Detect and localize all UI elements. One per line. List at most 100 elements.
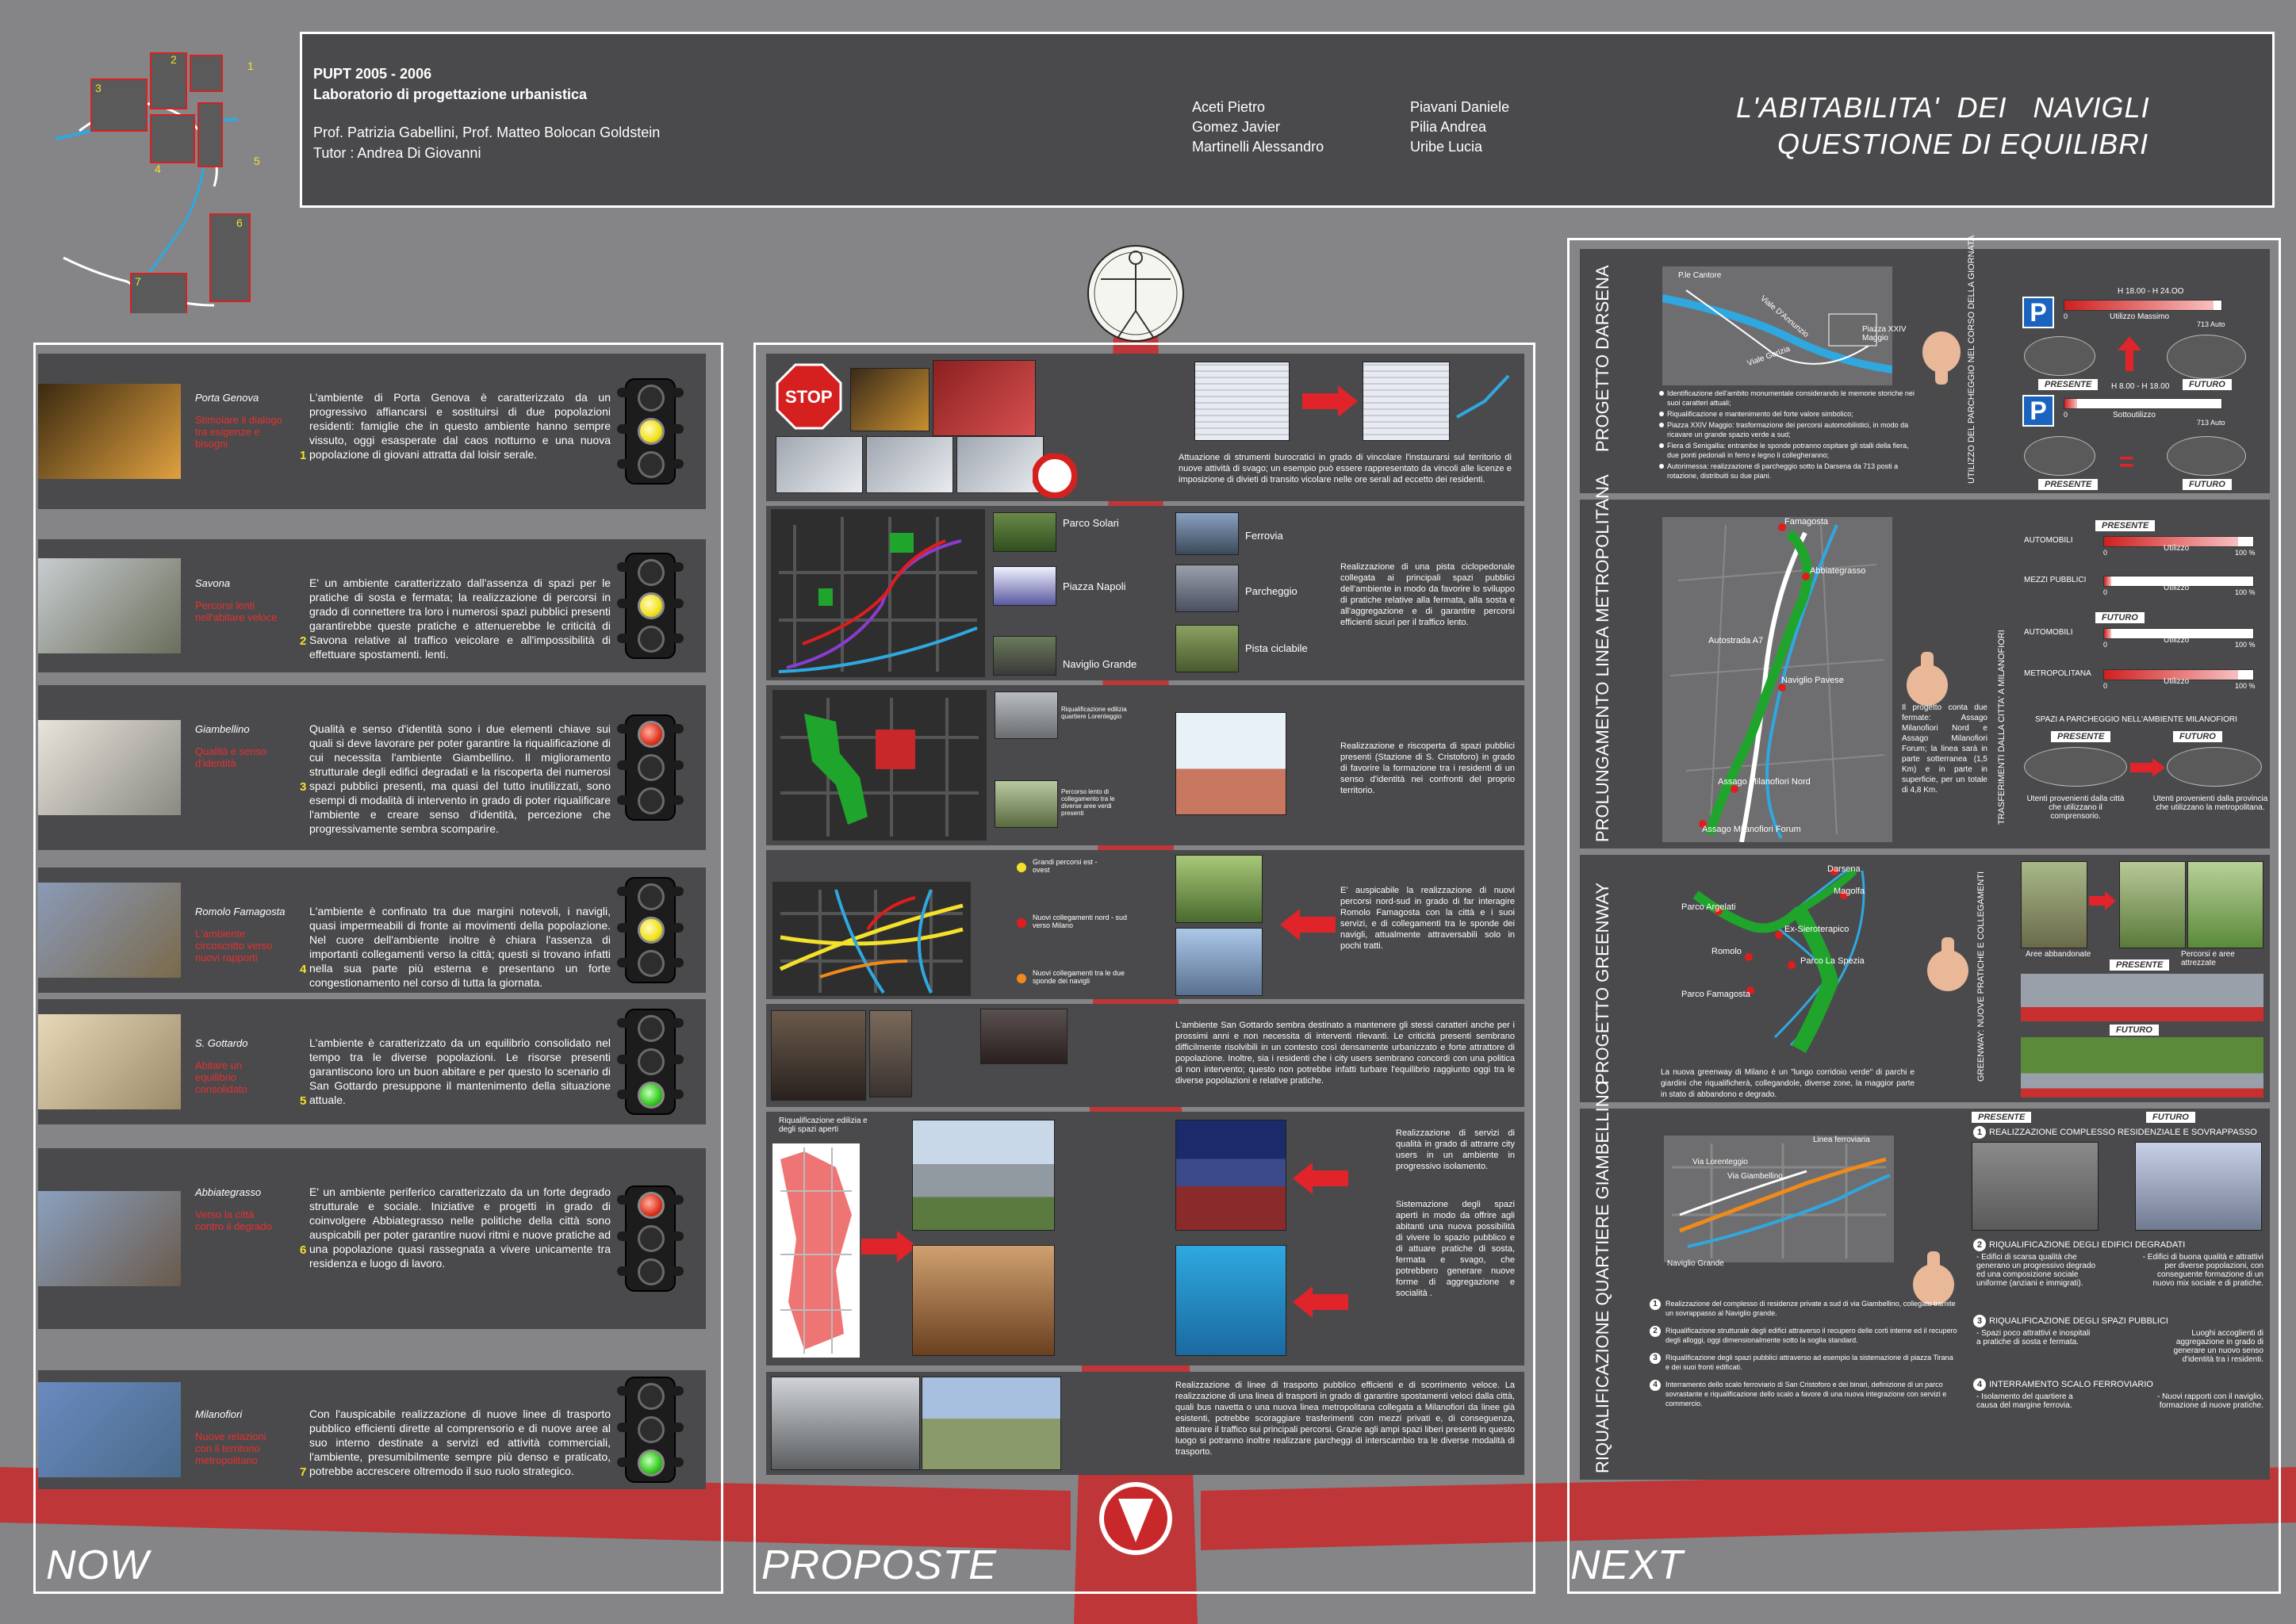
bar-min: 0 bbox=[2103, 588, 2108, 596]
arrow-up-icon bbox=[2118, 336, 2141, 371]
label-ferrovia: Ferrovia bbox=[1245, 530, 1283, 542]
student: Pilia Andrea bbox=[1410, 119, 1487, 135]
ambiente-number: 1 bbox=[300, 449, 307, 462]
proposta-6-text-b: Sistemazione degli spazi aperti in modo … bbox=[1396, 1200, 1515, 1298]
map-label-darsena: Darsena bbox=[1827, 864, 1861, 874]
next-greenway: PROGETTO GREENWAY Darsena Magolfa Parco … bbox=[1580, 855, 2270, 1102]
percorso-lento-photo bbox=[995, 780, 1058, 828]
legend-nuovi-collegamenti: Nuovi collegamenti nord - sud verso Mila… bbox=[1033, 914, 1128, 929]
proposta-3: Riqualificazione edilizia quartiere Lore… bbox=[766, 685, 1524, 845]
darsena-bullet-list: Identificazione dell'ambito monumentale … bbox=[1659, 389, 1921, 482]
map-label-sieroterapico: Ex-Sieroterapico bbox=[1784, 925, 1849, 934]
usage-bar-fill bbox=[2104, 629, 2112, 638]
map-label-argelati: Parco Argelati bbox=[1681, 902, 1736, 912]
arrow-left-icon bbox=[1293, 1162, 1348, 1194]
ambiente-name: Abbiategrasso bbox=[195, 1186, 262, 1198]
tag-futuro: FUTURO bbox=[2095, 612, 2145, 623]
proposta-4: Grandi percorsi est - ovest Nuovi colleg… bbox=[766, 850, 1524, 999]
map-label-cantore: P.le Cantore bbox=[1678, 271, 1722, 280]
map-label-assago-nord: Assago Milanofiori Nord bbox=[1718, 777, 1811, 787]
metro-stop-pin bbox=[1802, 573, 1810, 580]
label-pista-ciclabile: Pista ciclabile bbox=[1245, 642, 1308, 654]
map-label-ferroviaria: Linea ferroviaria bbox=[1813, 1136, 1870, 1144]
ambiente-photo bbox=[38, 558, 181, 653]
list-text: Realizzazione del complesso di residenze… bbox=[1665, 1300, 1956, 1317]
parco-solari-photo bbox=[993, 512, 1056, 552]
student: Gomez Javier bbox=[1192, 119, 1281, 135]
section-proposte: PROPOSTE bbox=[761, 1542, 997, 1588]
r3-left: - Spazi poco attrattivi e inospitali a p… bbox=[1976, 1329, 2091, 1346]
map-label-la-spezia: Parco La Spezia bbox=[1800, 956, 1865, 966]
metro-map bbox=[1662, 517, 1892, 842]
student: Uribe Lucia bbox=[1410, 139, 1483, 155]
thumb-up-icon bbox=[1927, 937, 1968, 991]
thumb-up-icon bbox=[1907, 652, 1948, 706]
number-badge: 1 bbox=[1973, 1126, 1986, 1139]
giambellino-next-map bbox=[1664, 1136, 1894, 1262]
map-label-a7: Autostrada A7 bbox=[1708, 636, 1764, 645]
ambiente-subtitle: Verso la città contro il degrado bbox=[195, 1208, 272, 1232]
parking-bar-2-fill bbox=[2064, 399, 2077, 408]
tag-futuro: FUTURO bbox=[2110, 1025, 2159, 1036]
romolo-famagosta-map bbox=[772, 882, 971, 996]
r2-title: RIQUALIFICAZIONE DEGLI EDIFICI DEGRADATI bbox=[1989, 1240, 2186, 1250]
bar-caption: Utilizzo bbox=[2164, 544, 2190, 553]
ambiente-description: L'ambiente è confinato tra due margini n… bbox=[309, 905, 611, 989]
tag-presente: PRESENTE bbox=[2038, 379, 2099, 390]
number-badge: 3 bbox=[1650, 1353, 1661, 1364]
r2-left: - Edifici di scarsa qualità che generano… bbox=[1976, 1253, 2096, 1288]
arrow-left-icon bbox=[1293, 1286, 1348, 1318]
ambiente-name: Milanofiori bbox=[195, 1408, 243, 1420]
traffic-light-icon bbox=[617, 1009, 684, 1115]
student: Aceti Pietro bbox=[1192, 99, 1266, 115]
ambiente-photo bbox=[38, 384, 181, 479]
tag-futuro: FUTURO bbox=[2146, 1112, 2195, 1123]
r1-title: REALIZZAZIONE COMPLESSO RESIDENZIALE E S… bbox=[1989, 1128, 2257, 1137]
ambiente-subtitle: L'ambiente circoscritto verso nuovi rapp… bbox=[195, 928, 273, 963]
darsena-map bbox=[1662, 266, 1892, 385]
parking-bar-2-label: Sottoutilizzo bbox=[2113, 411, 2156, 419]
equals-icon: = bbox=[2119, 447, 2134, 476]
proposta-2-text: Realizzazione di una pista ciclopedonale… bbox=[1340, 562, 1515, 627]
bar-max: 100 % bbox=[2235, 682, 2256, 690]
greenway-title: PROGETTO GREENWAY bbox=[1593, 882, 1612, 1085]
bullet-dot bbox=[1659, 412, 1664, 416]
proposta-5: L'ambiente San Gottardo sembra destinato… bbox=[766, 1004, 1524, 1107]
people-group-icon bbox=[2167, 436, 2246, 476]
street-section-present bbox=[2021, 974, 2263, 1021]
parcheggio-photo bbox=[1175, 565, 1239, 612]
parking-max-2: 713 Auto bbox=[2197, 419, 2225, 427]
key-label-7: 7 bbox=[135, 275, 141, 288]
parking-min-1: 0 bbox=[2064, 312, 2068, 320]
bullet-dot bbox=[1659, 391, 1664, 396]
number-badge: 2 bbox=[1973, 1239, 1986, 1251]
arrow-right-icon bbox=[2089, 891, 2116, 910]
bar-caption: Utilizzo bbox=[2164, 584, 2190, 592]
ambiente-photo bbox=[38, 1014, 181, 1109]
r3-title: RIQUALIFICAZIONE DEGLI SPAZI PUBBLICI bbox=[1989, 1316, 2168, 1326]
arrow-right-icon bbox=[861, 1231, 917, 1262]
number-badge: 3 bbox=[1973, 1315, 1986, 1327]
usage-bar bbox=[2103, 669, 2254, 680]
list-text: Interramento dello scalo ferroviario di … bbox=[1665, 1381, 1947, 1408]
ambiente-photo bbox=[38, 720, 181, 815]
greenway-pin bbox=[1830, 868, 1838, 875]
now-frame bbox=[33, 343, 723, 1594]
darsena-title: PROGETTO DARSENA bbox=[1593, 265, 1612, 452]
greenway-photo bbox=[1175, 855, 1263, 923]
list-text: Riqualificazione strutturale degli edifi… bbox=[1665, 1327, 1957, 1344]
traffic-light-icon bbox=[617, 1185, 684, 1292]
parking-icon: P bbox=[2022, 297, 2054, 328]
proposta-1-text: Attuazione di strumenti burocratici in g… bbox=[1179, 453, 1512, 485]
next-metro: PROLUNGAMENTO LINEA METROPOLITANA Famago… bbox=[1580, 474, 2270, 848]
arrow-up-icon bbox=[1456, 374, 1510, 419]
ambiente-description: L'ambiente di Porta Genova è caratterizz… bbox=[309, 391, 611, 461]
traffic-light-icon bbox=[617, 1377, 684, 1483]
ambiente-name: Romolo Famagosta bbox=[195, 906, 286, 917]
